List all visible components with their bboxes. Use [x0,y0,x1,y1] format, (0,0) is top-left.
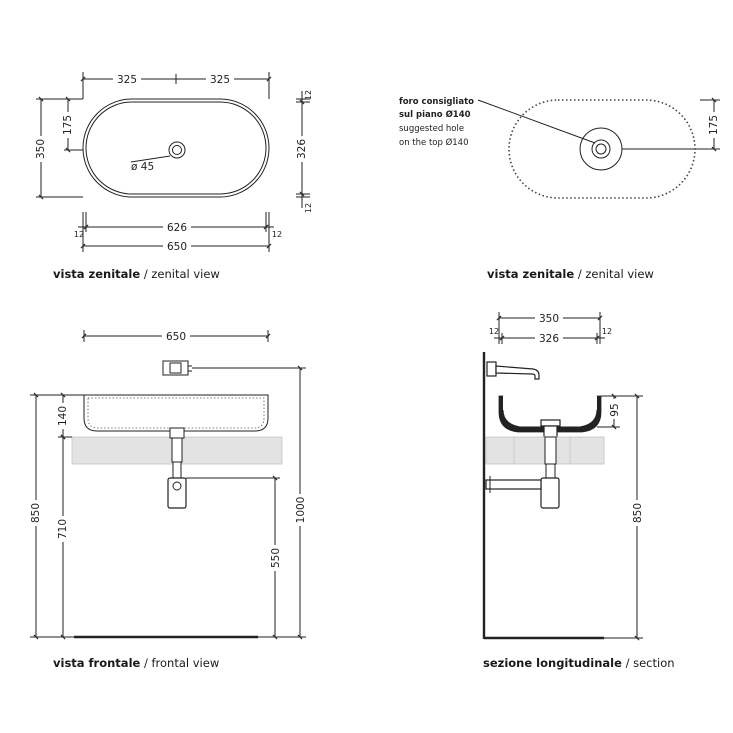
section-view-caption: sezione longitudinale / section [483,656,675,670]
drain-inner [595,143,607,155]
dim-width-overall: 650 [167,241,187,253]
dim-hole-diameter: ø 45 [131,161,154,173]
dim-front-basin: 140 [57,406,69,426]
suggested-hole [579,127,623,171]
tap-spout-icon [495,365,540,380]
tap-flange-icon [486,361,497,377]
wall-drain-pipe [485,479,542,490]
dim-rim-bottom: 12 [304,203,313,213]
note-it-line2: sul piano Ø140 [399,109,471,120]
dim-front-width: 650 [166,331,186,343]
drain-valve [169,427,185,439]
note-en-line2: on the top Ø140 [399,137,469,148]
dim-section-total: 850 [632,503,644,523]
dim-front-countertop: 710 [57,519,69,539]
basin-outline-outer [82,98,270,198]
dim-hole-offset: 175 [708,115,720,135]
dim-front-floor-gap: 550 [270,548,282,568]
basin-outline-inner [85,101,267,195]
siphon-pipe [172,461,182,479]
dim-inner-width: 626 [167,222,187,234]
drain-hole-outer [168,141,186,159]
dim-rim-top: 12 [304,90,313,100]
top-view-panel: 325 325 350 175 326 12 12 ø 45 62 [32,72,313,281]
dim-section-depth: 95 [609,403,621,416]
front-view-caption: vista frontale / frontal view [53,656,219,670]
basin-body [83,394,269,432]
note-en-line1: suggested hole [399,124,464,134]
top-view-caption: vista zenitale / zenital view [53,267,220,281]
dim-rim-right: 12 [272,230,282,239]
dim-half-right: 325 [210,74,230,86]
note-leader-line [477,99,596,144]
dim-height-half: 175 [62,115,74,135]
dim-front-total: 850 [30,503,42,523]
dim-section-inner: 326 [539,333,559,345]
siphon-body [167,477,187,509]
dim-rim-left: 12 [74,230,84,239]
note-it-line1: foro consigliato [399,97,474,107]
dim-half-left: 325 [117,74,137,86]
hole-leader-line [130,155,171,163]
dim-front-tap-height: 1000 [295,497,307,524]
dim-section-rim-right: 12 [602,327,612,336]
dim-inner-height: 326 [296,139,308,159]
drain-outer [591,139,611,159]
drain-hole-inner [172,145,182,155]
section-view-panel: 350 326 12 12 [482,311,675,670]
dim-height-overall: 350 [35,139,47,159]
wall-tap-icon [162,360,189,376]
section-siphon [540,477,560,509]
top-view-hole-panel: foro consigliato sul piano Ø140 suggeste… [399,97,722,281]
front-view-panel: 650 850 140 710 [27,329,308,670]
top-view-hole-caption: vista zenitale / zenital view [487,267,654,281]
dim-section-outer: 350 [539,313,559,325]
dim-section-rim-left: 12 [489,327,499,336]
